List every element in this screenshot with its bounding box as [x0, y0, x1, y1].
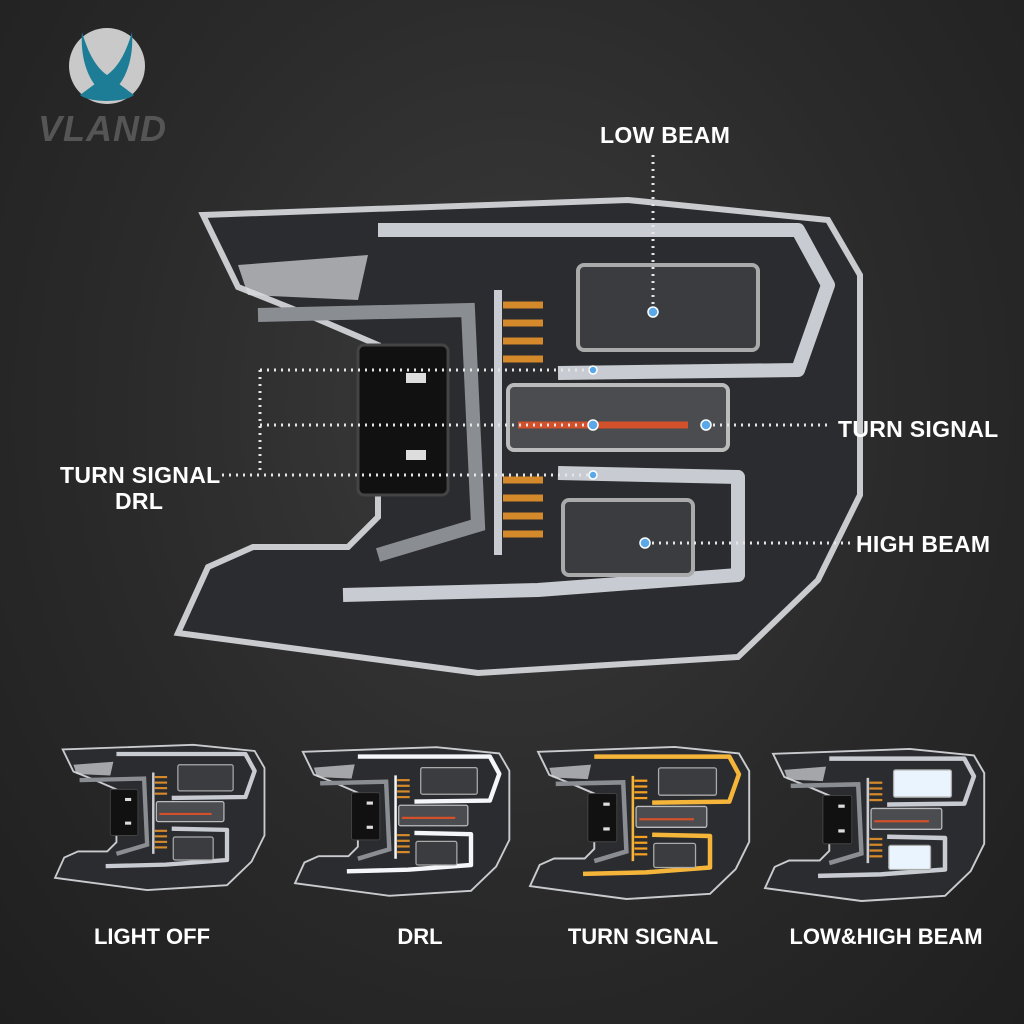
headlight-drl — [295, 747, 509, 896]
main-headlight — [178, 200, 860, 673]
mode-label-turn-signal: TURN SIGNAL — [567, 924, 719, 949]
callout-turn-signal: TURN SIGNAL — [838, 416, 999, 442]
callout-lines — [222, 155, 850, 545]
headlight-low-high-beam — [765, 749, 984, 901]
callout-dots — [587, 306, 712, 549]
vland-logo — [69, 28, 145, 104]
callout-high-beam: HIGH BEAM — [856, 531, 991, 557]
brand-wordmark: VLAND — [38, 108, 167, 149]
callout-low-beam: LOW BEAM — [600, 122, 731, 148]
headlight-light-off — [55, 745, 264, 890]
mode-label-light-off: LIGHT OFF — [93, 924, 211, 949]
callout-left-turn-signal: TURN SIGNAL — [60, 462, 221, 488]
mode-label-drl: DRL — [397, 924, 443, 949]
mode-label-low-high-beam: LOW&HIGH BEAM — [789, 924, 983, 949]
headlight-turn-signal — [530, 747, 749, 899]
callout-left-drl: DRL — [115, 488, 164, 514]
